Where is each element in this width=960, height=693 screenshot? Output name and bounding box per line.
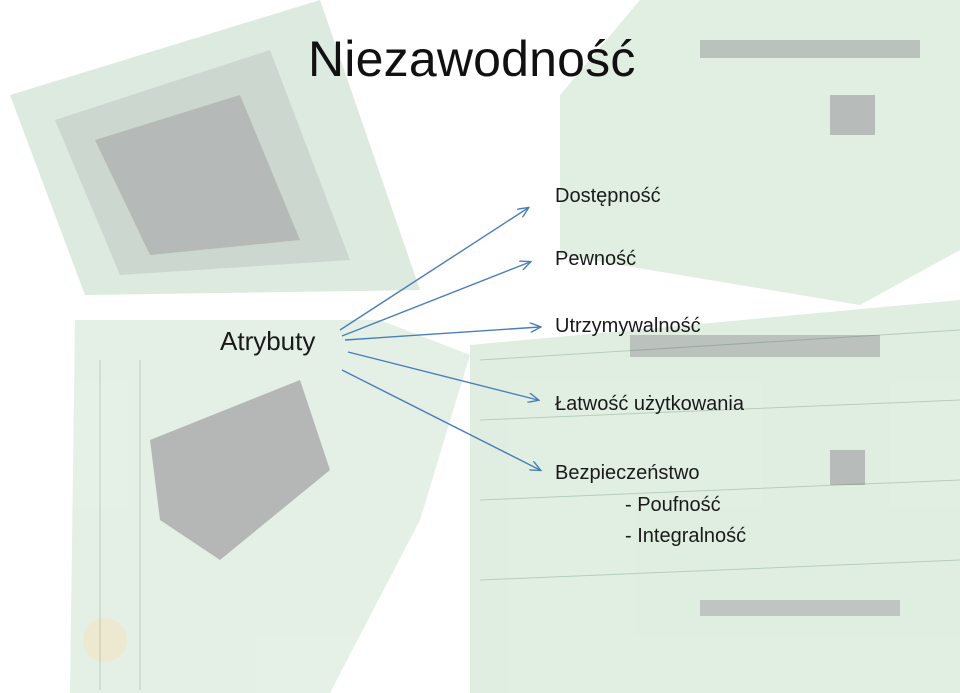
attribute-bezpieczenstwo: Bezpieczeństwo: [555, 462, 700, 485]
subattribute-integralnosc: - Integralność: [625, 525, 746, 548]
arrow-to-latwosc: [348, 352, 538, 400]
arrow-to-bezpieczenstwo: [342, 370, 540, 470]
arrow-to-utrzymywalnosc: [345, 327, 540, 340]
arrow-to-dostepnosc: [340, 208, 528, 330]
subattribute-poufnosc: - Poufność: [625, 494, 721, 517]
attribute-latwosc-uzytkowania: Łatwość użytkowania: [555, 393, 744, 416]
attribute-utrzymywalnosc: Utrzymywalność: [555, 315, 701, 338]
attribute-dostepnosc: Dostępność: [555, 185, 661, 208]
attribute-pewnosc: Pewność: [555, 248, 636, 271]
arrow-to-pewnosc: [342, 262, 530, 336]
